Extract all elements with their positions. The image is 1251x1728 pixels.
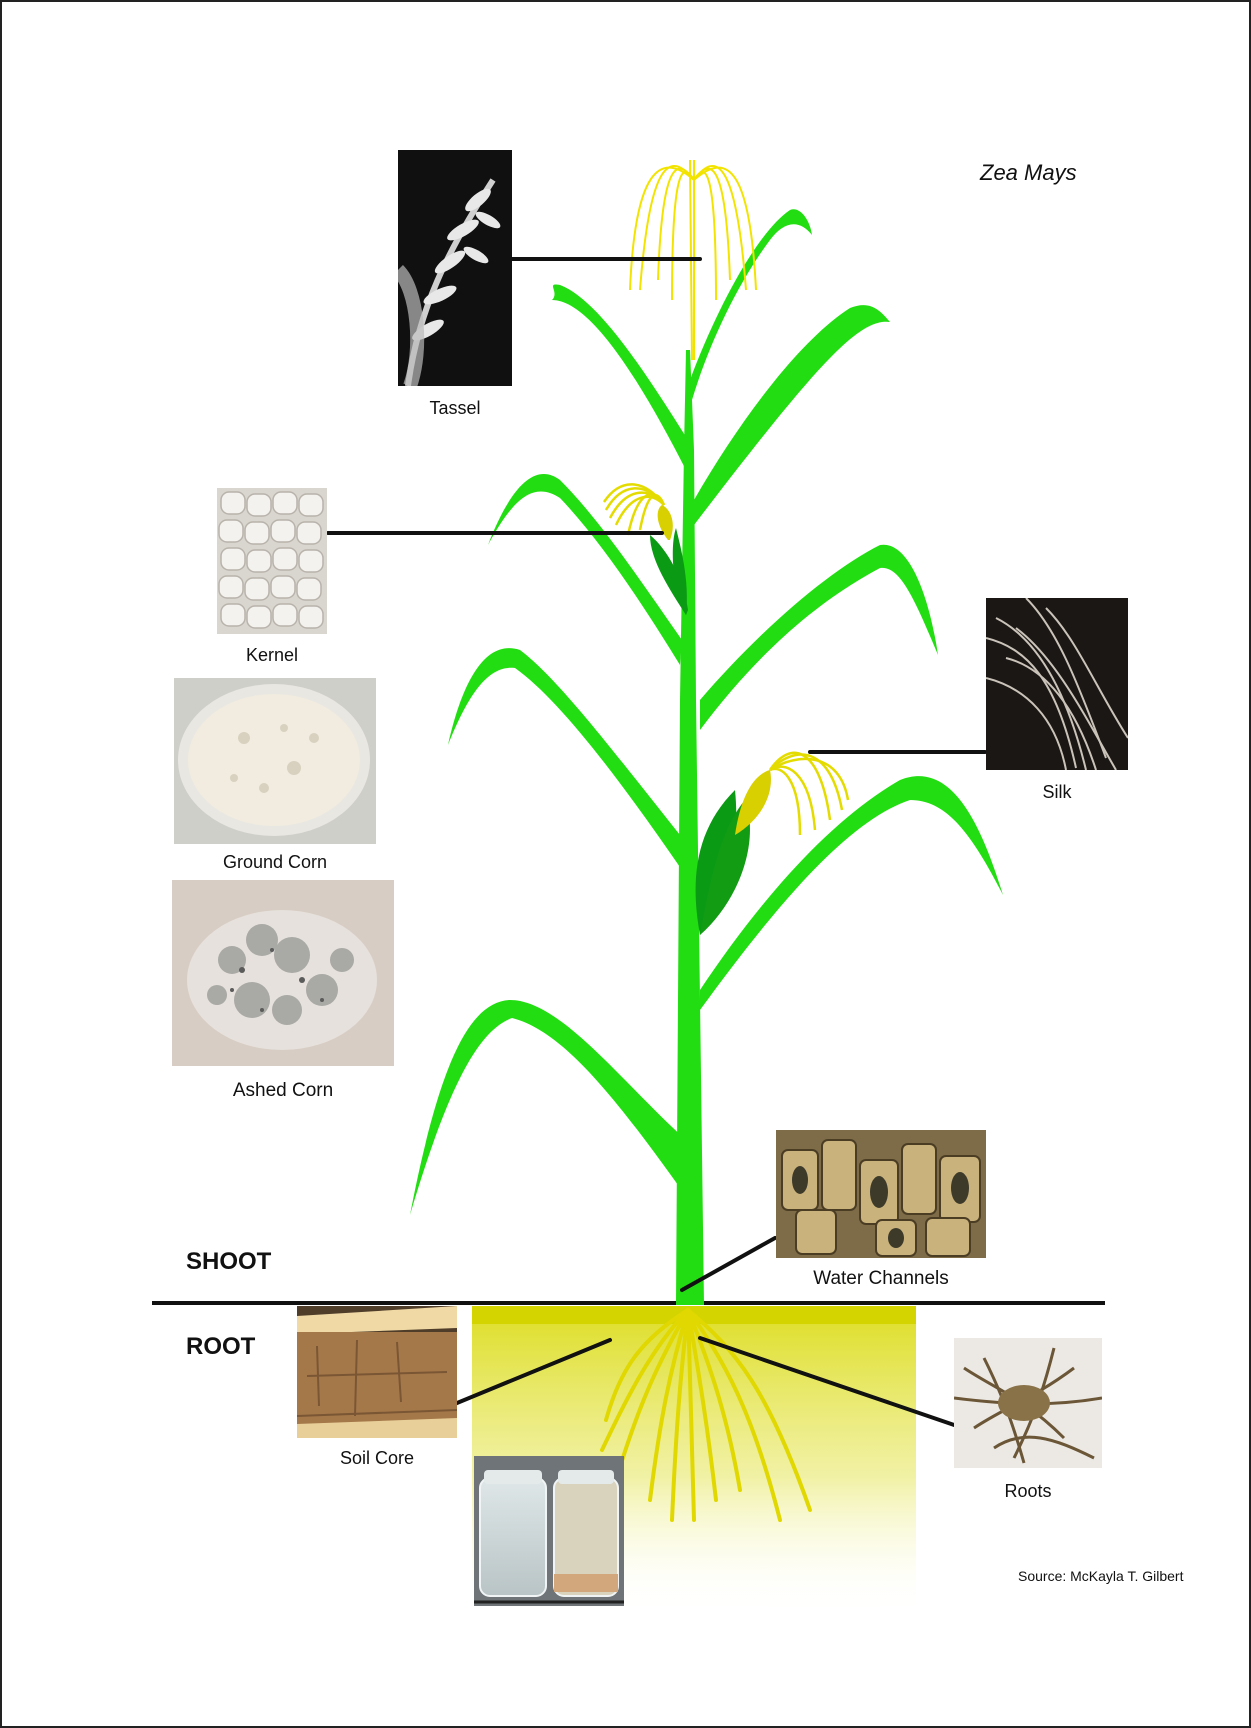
silk-label: Silk xyxy=(986,782,1128,803)
source-credit: Source: McKayla T. Gilbert xyxy=(1018,1568,1183,1584)
shoot-zone-label: SHOOT xyxy=(186,1248,271,1276)
tassel-photo xyxy=(398,150,512,386)
silk-photo xyxy=(986,598,1128,770)
kernel-photo xyxy=(217,488,327,634)
kernel-label: Kernel xyxy=(217,645,327,666)
ashed-corn-photo-art xyxy=(172,880,394,1066)
water-channels-photo xyxy=(776,1130,986,1258)
ground-corn-photo-art xyxy=(174,678,376,844)
roots-label: Roots xyxy=(954,1481,1102,1502)
root-zone-label: ROOT xyxy=(186,1333,255,1361)
soil-core-photo-art xyxy=(297,1306,457,1438)
water-channels-photo-art xyxy=(776,1130,986,1258)
tassel-label: Tassel xyxy=(398,398,512,419)
tassel-photo-art xyxy=(398,150,512,386)
kernel-photo-art xyxy=(217,488,327,634)
soil-core-photo xyxy=(297,1306,457,1438)
soil-core-label: Soil Core xyxy=(297,1448,457,1469)
roots-photo-art xyxy=(954,1338,1102,1468)
water-channels-label: Water Channels xyxy=(776,1268,986,1290)
silk-photo-art xyxy=(986,598,1128,770)
water-samples-photo xyxy=(474,1456,624,1606)
water-samples-photo-art xyxy=(474,1456,624,1606)
ashed-corn-photo xyxy=(172,880,394,1066)
species-name: Zea Mays xyxy=(980,160,1077,186)
ashed-corn-label: Ashed Corn xyxy=(172,1080,394,1102)
roots-photo xyxy=(954,1338,1102,1468)
ground-corn-photo xyxy=(174,678,376,844)
ground-corn-label: Ground Corn xyxy=(174,852,376,873)
